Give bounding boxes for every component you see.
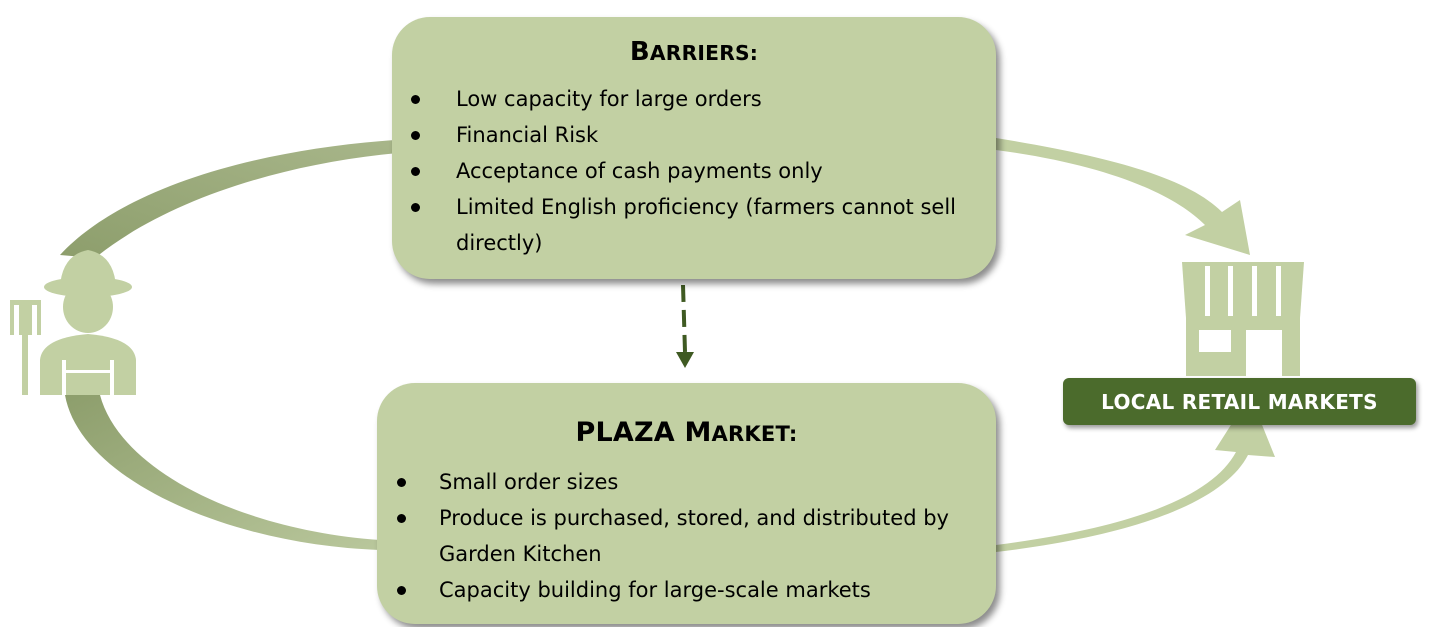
flow-arc-barriers-to-farmer: [60, 140, 398, 258]
plaza-title-word: PLAZA: [575, 417, 685, 448]
plaza-market-box: PLAZA MARKET: Small order sizes Produce …: [377, 383, 996, 624]
plaza-title-initial: M: [684, 417, 712, 448]
plaza-item-text: Produce is purchased, stored, and distri…: [439, 506, 949, 566]
bullet-icon: [397, 478, 406, 487]
barriers-list-item: Limited English proficiency (farmers can…: [392, 189, 996, 261]
flow-arrow-barriers-to-store: [996, 138, 1250, 255]
barriers-box: BARRIERS: Low capacity for large orders …: [392, 17, 996, 279]
farmer-overalls-detail: [62, 360, 114, 395]
barriers-item-text: Limited English proficiency (farmers can…: [456, 195, 956, 255]
bullet-icon: [397, 514, 406, 523]
plaza-item-text: Capacity building for large-scale market…: [439, 578, 871, 602]
barriers-list: Low capacity for large orders Financial …: [392, 81, 996, 261]
barriers-list-item: Acceptance of cash payments only: [392, 153, 996, 189]
storefront-details: [1199, 266, 1282, 376]
bullet-icon: [411, 167, 420, 176]
dashed-connector-arrowhead: [676, 352, 694, 368]
barriers-title-rest: ARRIERS:: [649, 41, 759, 65]
barriers-item-text: Acceptance of cash payments only: [456, 159, 823, 183]
plaza-list: Small order sizes Produce is purchased, …: [377, 464, 996, 608]
plaza-title-rest: ARKET:: [711, 421, 798, 446]
plaza-list-item: Small order sizes: [377, 464, 996, 500]
barriers-title-initial: B: [629, 37, 650, 67]
barriers-list-item: Financial Risk: [392, 117, 996, 153]
barriers-item-text: Financial Risk: [456, 123, 599, 147]
storefront-icon: [1182, 262, 1304, 376]
bullet-icon: [411, 131, 420, 140]
barriers-title: BARRIERS:: [392, 17, 996, 67]
barriers-list-item: Low capacity for large orders: [392, 81, 996, 117]
plaza-list-item: Capacity building for large-scale market…: [377, 572, 996, 608]
plaza-list-item: Produce is purchased, stored, and distri…: [377, 500, 996, 572]
bullet-icon: [411, 95, 420, 104]
plaza-market-title: PLAZA MARKET:: [377, 383, 996, 448]
local-retail-markets-label: LOCAL RETAIL MARKETS: [1063, 378, 1416, 425]
flow-arc-farmer-to-plaza: [65, 395, 380, 550]
plaza-item-text: Small order sizes: [439, 470, 619, 494]
dashed-connector: [681, 284, 687, 353]
bullet-icon: [411, 203, 420, 212]
barriers-item-text: Low capacity for large orders: [456, 87, 762, 111]
bullet-icon: [397, 586, 406, 595]
farmer-with-pitchfork-icon: [10, 250, 136, 395]
